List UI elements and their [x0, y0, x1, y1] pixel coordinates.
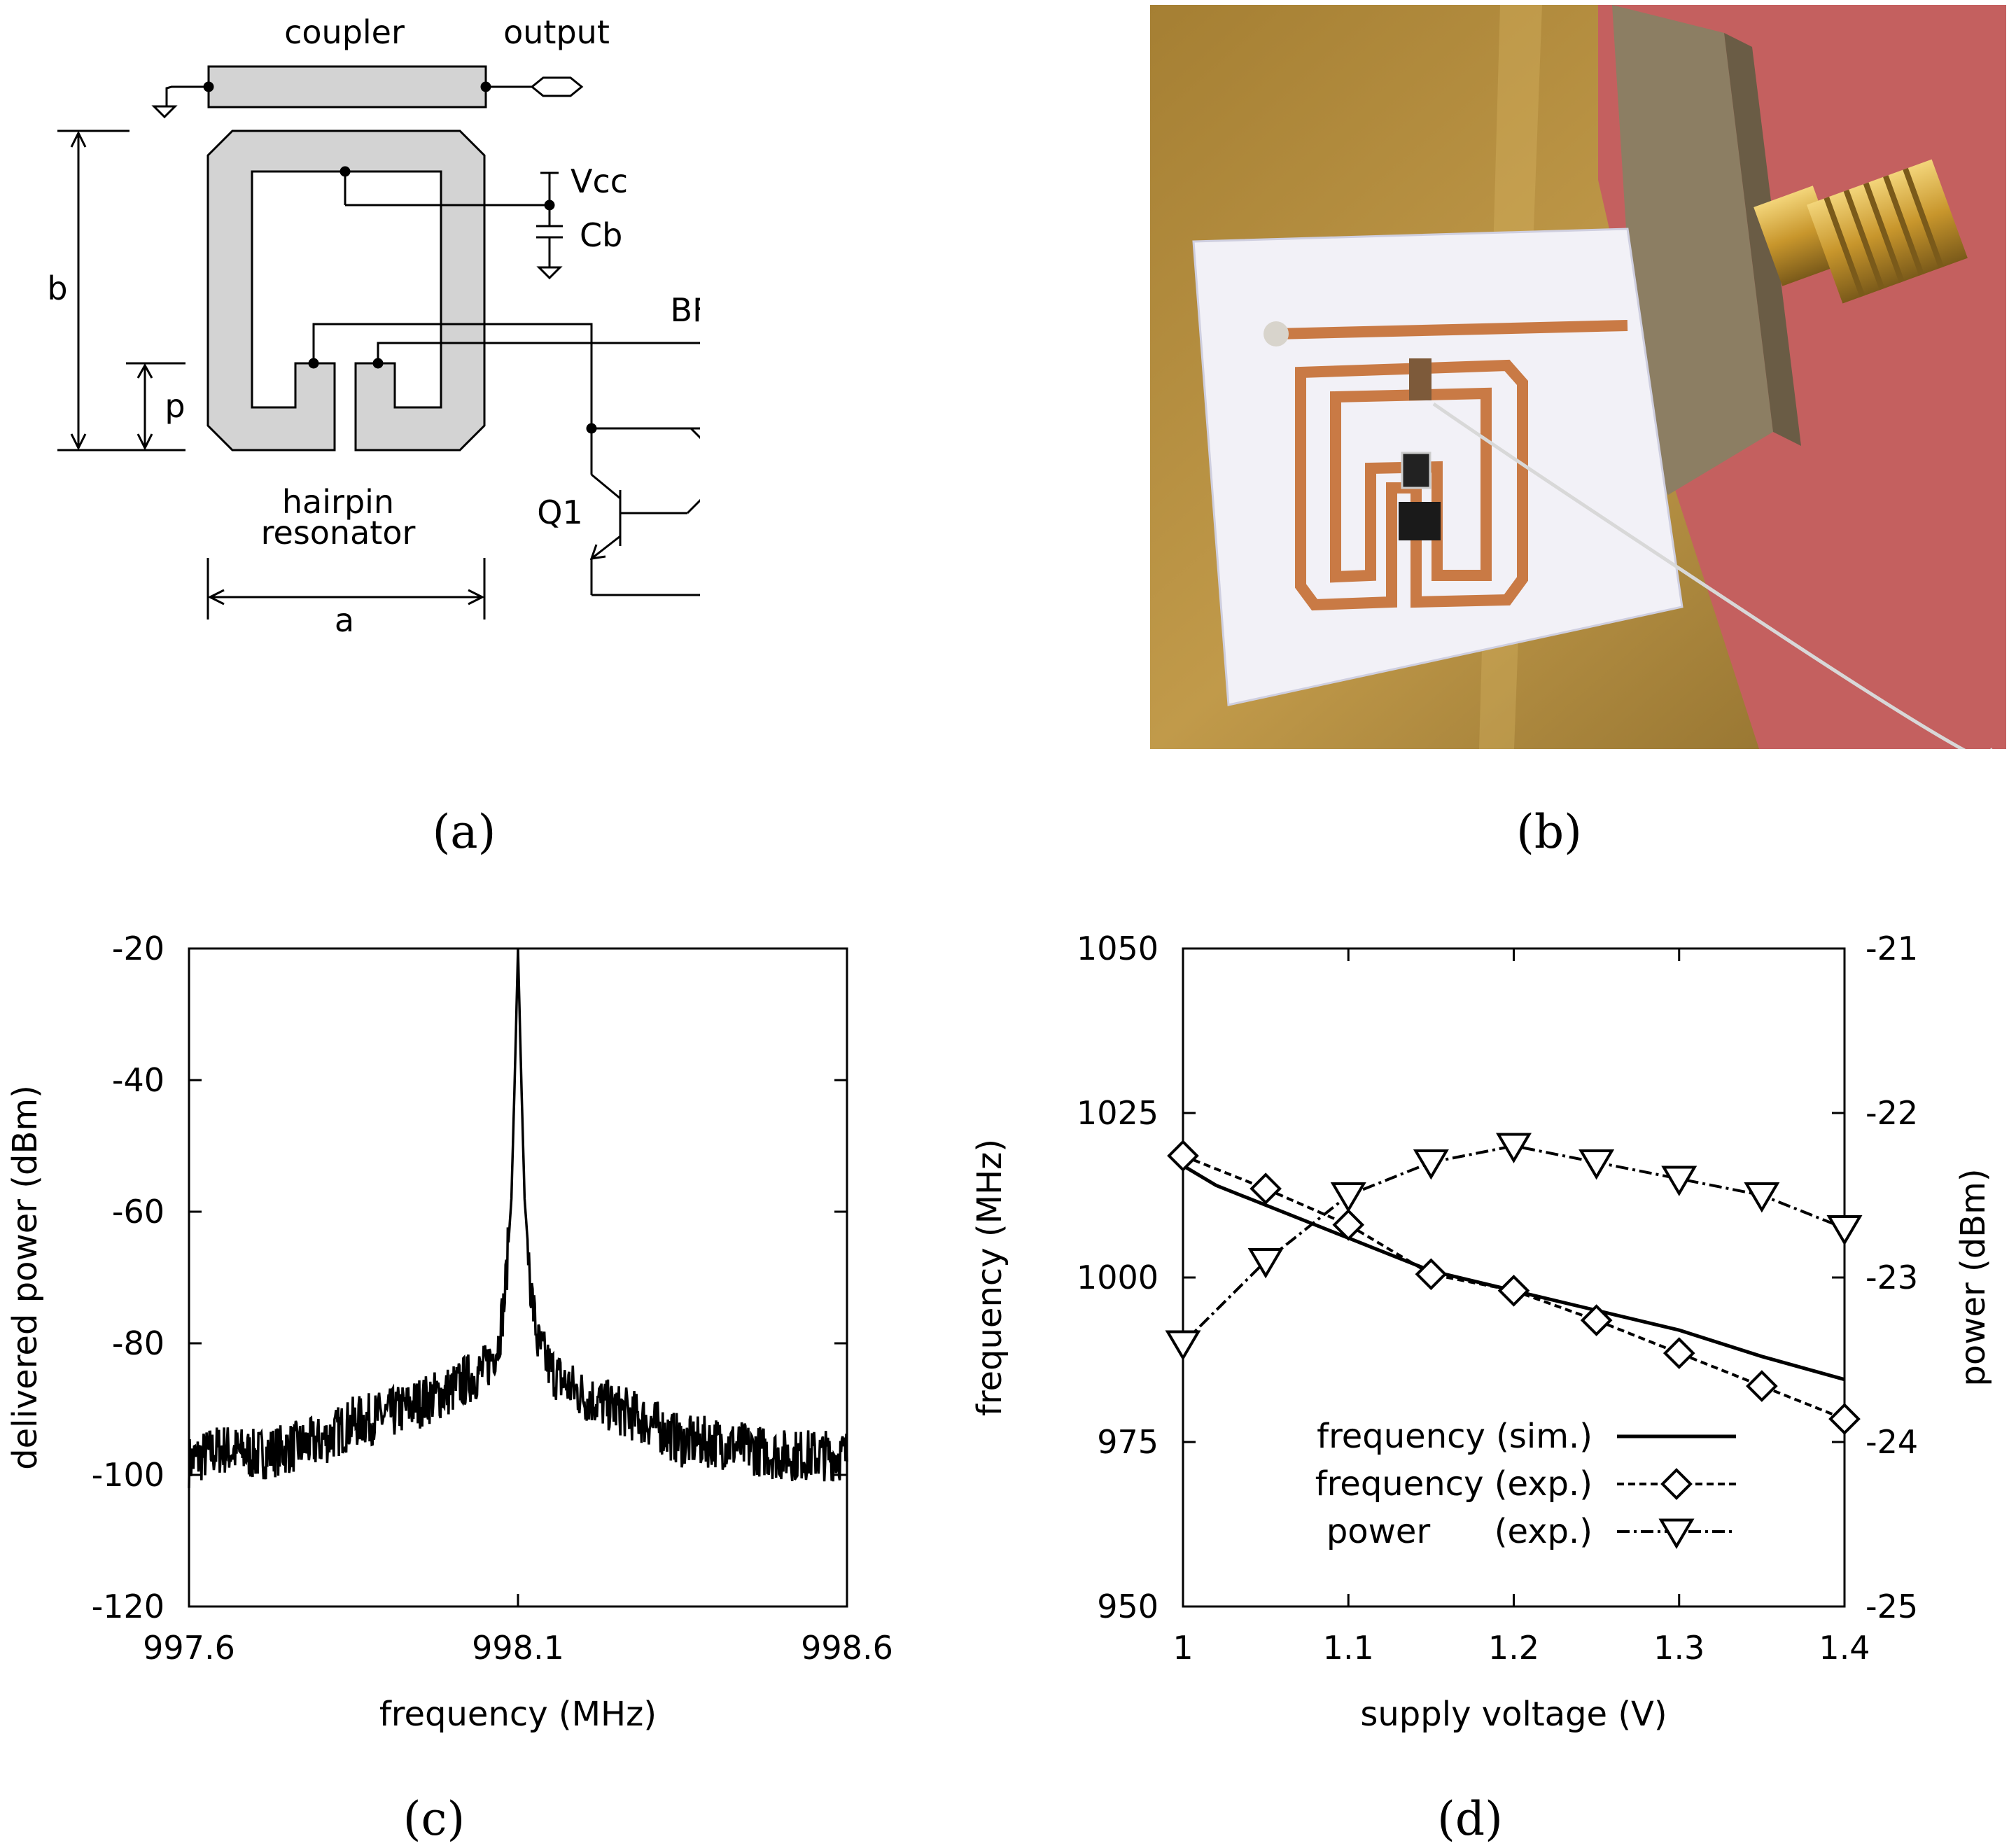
dimension-a-label: a: [335, 601, 354, 639]
triangle-down-marker: [1496, 1133, 1532, 1163]
legend-marker-2: [1658, 1518, 1695, 1549]
diamond-marker: [1250, 1172, 1282, 1205]
oscillator-photo: [1150, 5, 2006, 749]
coupler-label: coupler: [284, 13, 405, 51]
caption-d: (d): [1437, 1792, 1503, 1846]
y-tick-label: -80: [112, 1324, 164, 1362]
y2-tick-label: -21: [1865, 930, 1918, 967]
coupler-ground-symbol: [151, 105, 178, 119]
legend-label-0: frequency (sim.): [1317, 1417, 1592, 1456]
triangle-down-marker: [1330, 1182, 1366, 1213]
y2-tick-label: -22: [1865, 1094, 1918, 1132]
x-tick-label: 1.4: [1819, 1629, 1870, 1667]
y-tick-label: 1025: [1077, 1094, 1158, 1132]
caption-a: (a): [432, 805, 496, 859]
y-tick-label: -40: [112, 1061, 164, 1099]
y-tick-label: -20: [112, 930, 164, 967]
y2-axis-label: power (dBm): [1954, 1168, 1993, 1386]
caption-b: (b): [1516, 805, 1582, 859]
diamond-marker: [1828, 1403, 1861, 1435]
triangle-down-marker: [1744, 1182, 1780, 1213]
y-tick-label: 1050: [1077, 930, 1158, 967]
transistor-chip: [1399, 502, 1441, 540]
plot-frame: [188, 947, 848, 1608]
y-tick-label: -120: [92, 1588, 164, 1625]
x-axis-label: supply voltage (V): [1360, 1695, 1667, 1734]
dimension-b-label: b: [47, 270, 67, 307]
triangle-down-marker: [1578, 1149, 1615, 1180]
q1-label: Q1: [537, 493, 582, 531]
y2-tick-label: -24: [1865, 1423, 1918, 1461]
x-tick-label: 1.2: [1488, 1629, 1539, 1667]
cb-ground-symbol: [536, 266, 563, 280]
dimension-p-label: p: [164, 387, 185, 425]
x-tick-label: 1: [1172, 1629, 1193, 1667]
output-port-symbol: [530, 76, 584, 97]
x-tick-label: 1.3: [1653, 1629, 1704, 1667]
copper-traces: [1275, 320, 1628, 611]
vcc-label: Vcc: [570, 162, 628, 200]
series-line-2: [1182, 1144, 1845, 1345]
triangle-down-marker: [1413, 1149, 1449, 1180]
resonator-label-line2: resonator: [261, 514, 416, 552]
x-axis-label: frequency (MHz): [379, 1695, 657, 1734]
output-label: output: [503, 13, 610, 51]
y-tick-label: -100: [92, 1456, 164, 1494]
y-tick-label: -60: [112, 1193, 164, 1231]
transistor-part-label: BFE520: [671, 291, 700, 329]
diamond-marker: [1746, 1370, 1778, 1402]
triangle-down-marker: [1826, 1215, 1863, 1246]
coupler-strip: [207, 65, 487, 108]
y-tick-label: 975: [1097, 1423, 1158, 1461]
y2-tick-label: -25: [1865, 1588, 1918, 1625]
x-tick-label: 997.6: [143, 1629, 235, 1667]
legend-marker-1: [1660, 1468, 1693, 1500]
diamond-marker: [1332, 1208, 1365, 1241]
diamond-marker: [1580, 1304, 1613, 1336]
triangle-down-marker: [1165, 1330, 1201, 1361]
cb-label: Cb: [580, 216, 622, 254]
hairpin-resonator: [206, 130, 486, 451]
schematic-diagram: coupler output Vcc Cb BFE520 b p hairpin…: [47, 13, 700, 639]
connector-flange: [1612, 5, 1773, 495]
x-tick-label: 998.6: [801, 1629, 893, 1667]
diamond-marker: [1662, 1337, 1695, 1369]
caption-c: (c): [402, 1792, 465, 1846]
triangle-down-marker: [1661, 1166, 1698, 1196]
sma-connector: [1754, 159, 1968, 304]
spectrum-trace: [188, 948, 848, 1488]
triangle-down-marker: [1247, 1248, 1284, 1279]
x-tick-label: 998.1: [472, 1629, 564, 1667]
spectrum-chart: -20 -40 -60 -80 -100 -120 997.6 998.1 998.6 frequ…: [6, 930, 893, 1734]
x-tick-label: 1.1: [1323, 1629, 1374, 1667]
series-line-0: [1182, 1164, 1845, 1382]
y-tick-label: 950: [1097, 1588, 1158, 1625]
y-axis-label: frequency (MHz): [970, 1139, 1009, 1416]
diamond-marker: [1415, 1258, 1448, 1291]
diamond-marker: [1167, 1140, 1199, 1172]
voltage-sweep-chart: 1050 1025 1000 975 950 -21 -22 -23 -24 -25 1 1.1 1.2…: [970, 930, 1993, 1734]
legend-label-1: frequency (exp.): [1315, 1464, 1592, 1504]
y-axis-label: delivered power (dBm): [6, 1085, 45, 1470]
y2-tick-label: -23: [1865, 1259, 1918, 1296]
legend-label-2: power (exp.): [1326, 1512, 1592, 1551]
y-tick-label: 1000: [1077, 1259, 1158, 1296]
resonator-label-line1: hairpin: [282, 483, 394, 521]
diamond-marker: [1497, 1274, 1530, 1307]
